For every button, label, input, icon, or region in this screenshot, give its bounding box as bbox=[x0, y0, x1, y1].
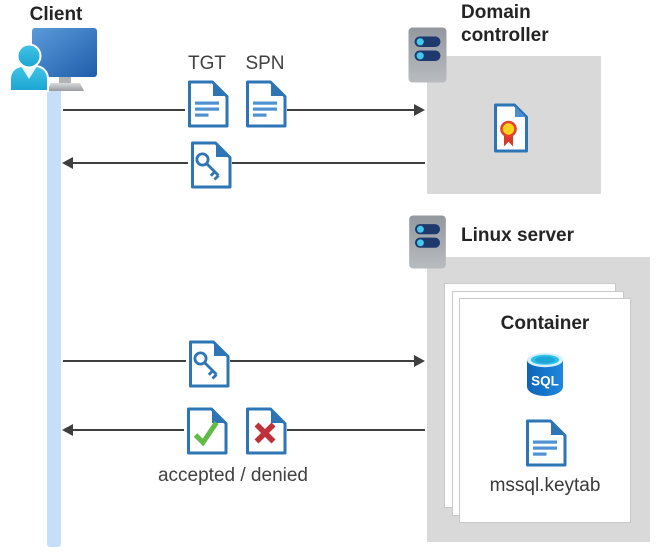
person-at-monitor-icon bbox=[9, 28, 97, 92]
sql-icon-label: SQL bbox=[531, 374, 559, 389]
person-vneck bbox=[21, 67, 37, 79]
monitor-stand-neck bbox=[59, 77, 71, 83]
key-ticket-document-icon-2 bbox=[189, 340, 230, 388]
client-label: Client bbox=[29, 4, 83, 25]
arrow3-line-right bbox=[230, 360, 415, 362]
accepted-denied-label: accepted / denied bbox=[157, 465, 308, 486]
arrow4-line-right bbox=[287, 429, 425, 431]
domain-controller-label: Domain controller bbox=[461, 1, 549, 47]
certificate-seal bbox=[500, 120, 517, 138]
tgt-document-icon bbox=[188, 80, 229, 128]
arrow1-right-arrowhead bbox=[414, 104, 425, 116]
arrow4-line-left bbox=[73, 429, 184, 431]
keytab-label: mssql.keytab bbox=[489, 475, 601, 496]
spn-document-icon bbox=[246, 80, 287, 128]
spn-label: SPN bbox=[245, 53, 285, 74]
arrow2-line-left bbox=[73, 162, 188, 164]
arrow1-line-right bbox=[287, 109, 415, 111]
linux-server-label: Linux server bbox=[461, 225, 574, 246]
monitor-stand-base bbox=[47, 83, 84, 91]
arrow3-right-arrowhead bbox=[414, 355, 425, 367]
tgt-label: TGT bbox=[188, 53, 226, 74]
domain-controller-server-icon bbox=[408, 27, 447, 83]
person-head bbox=[16, 43, 42, 69]
sql-database-icon: SQL bbox=[527, 352, 563, 396]
monitor-icon bbox=[32, 28, 97, 77]
accepted-check-document-icon bbox=[187, 407, 228, 455]
container-label: Container bbox=[500, 313, 590, 334]
container-card-front bbox=[459, 298, 631, 523]
certificate-icon bbox=[494, 103, 528, 153]
denied-cross-document-icon bbox=[246, 407, 287, 455]
domain-controller-label-line1: Domain bbox=[461, 2, 531, 23]
keytab-document-icon bbox=[526, 419, 567, 467]
linux-server-server-icon bbox=[409, 215, 446, 269]
key-ticket-document-icon bbox=[191, 141, 232, 189]
arrow3-line-left bbox=[63, 360, 186, 362]
domain-controller-label-line2: controller bbox=[461, 25, 549, 46]
arrow4-left-arrowhead bbox=[62, 424, 73, 436]
arrow2-left-arrowhead bbox=[62, 157, 73, 169]
check-icon bbox=[193, 421, 219, 447]
arrow2-line-right bbox=[232, 162, 425, 164]
arrow1-line-left bbox=[63, 109, 185, 111]
client-lifeline bbox=[47, 88, 61, 547]
